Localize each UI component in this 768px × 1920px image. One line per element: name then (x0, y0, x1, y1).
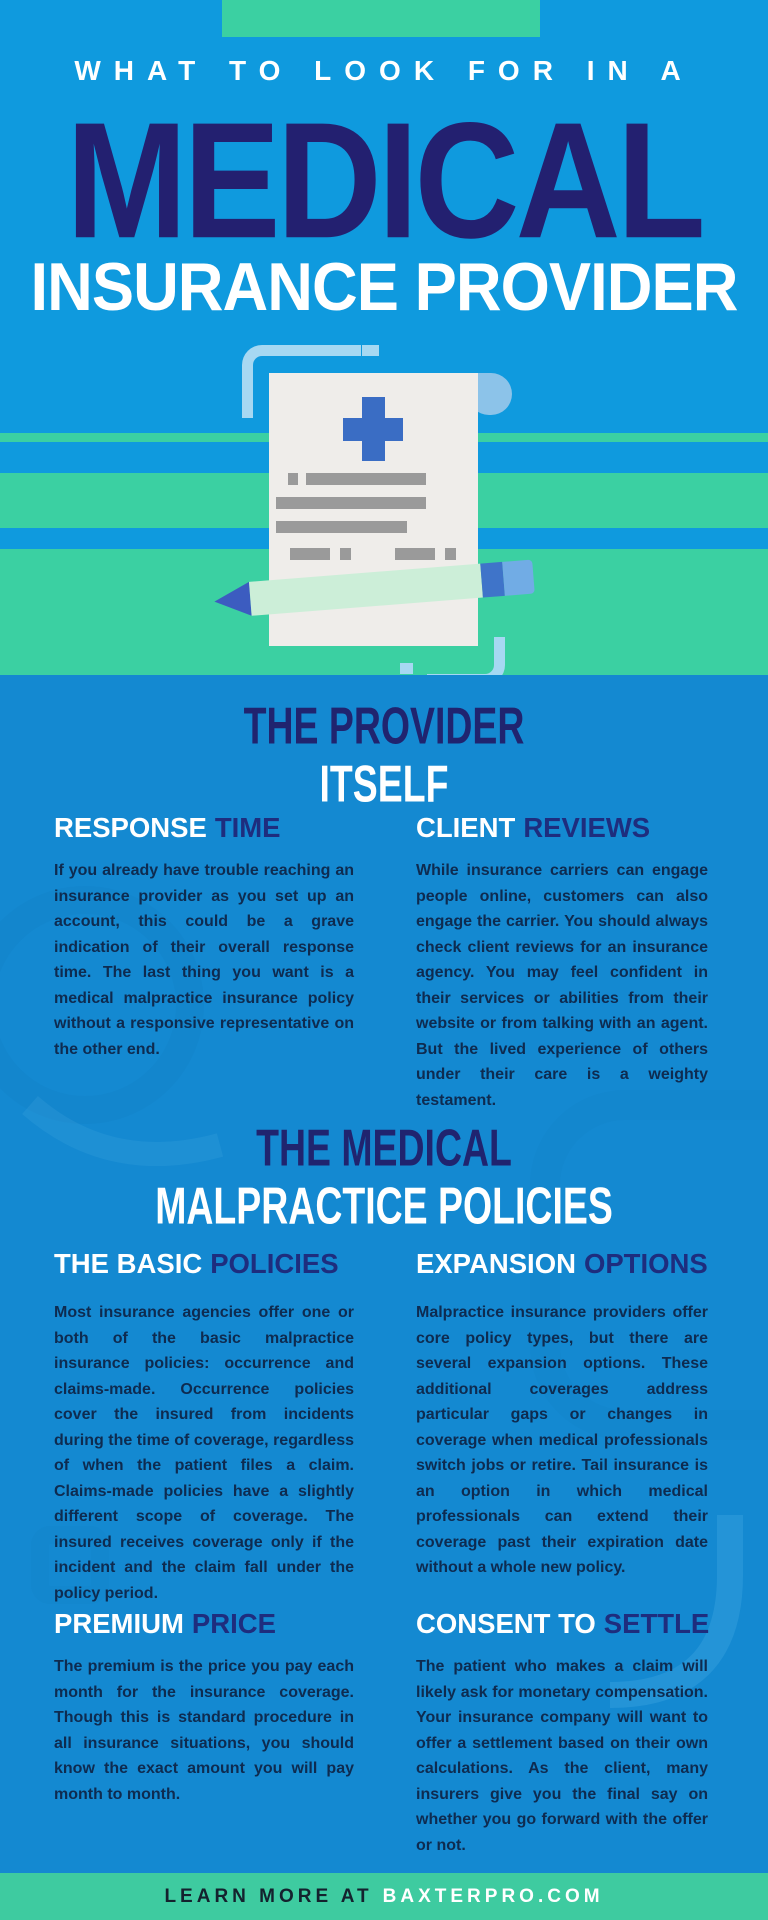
card-body: The premium is the price you pay each mo… (54, 1658, 354, 1803)
footer-prefix: LEARN MORE AT (164, 1885, 373, 1907)
card-body: Malpractice insurance providers offer co… (416, 1304, 708, 1576)
circuit-watermark (0, 886, 768, 1708)
card-body: The patient who makes a claim will likel… (416, 1658, 708, 1854)
section-title-provider: THE PROVIDER ITSELF (84, 698, 683, 815)
card-body: While insurance carriers can engage peop… (416, 862, 708, 1109)
section-title-line1: THE PROVIDER (243, 698, 525, 756)
document-text-line (288, 473, 298, 485)
page-title: MEDICAL (66, 87, 706, 273)
hero-section: WHAT TO LOOK FOR IN A MEDICAL INSURANCE … (0, 0, 768, 685)
footer-bar: LEARN MORE AT BAXTERPRO.COM (0, 1873, 768, 1920)
footer-site: BAXTERPRO.COM (382, 1885, 604, 1907)
page-subtitle: INSURANCE PROVIDER (30, 249, 738, 325)
document-text-line (340, 548, 351, 560)
document-text-line (276, 521, 407, 533)
top-green-tab (222, 0, 540, 37)
section-title-line1: THE MEDICAL (256, 1120, 512, 1178)
document-text-line (395, 548, 435, 560)
document-text-line (276, 497, 426, 509)
medical-document-illustration (0, 0, 768, 685)
document-text-line (445, 548, 456, 560)
eyebrow-text: WHAT TO LOOK FOR IN A (74, 55, 694, 86)
corner-bracket-icon (242, 345, 361, 418)
medical-cross-icon (343, 397, 403, 461)
document-text-line (290, 548, 330, 560)
pencil-icon (212, 545, 538, 634)
section-title-line2: ITSELF (319, 756, 449, 814)
card-body: Most insurance agencies offer one or bot… (54, 1304, 354, 1602)
card-body: If you already have trouble reaching an … (54, 862, 354, 1058)
section-title-policies: THE MEDICAL MALPRACTICE POLICIES (84, 1120, 683, 1237)
bracket-dash (400, 663, 413, 674)
document-text-line (306, 473, 426, 485)
section-title-line2: MALPRACTICE POLICIES (155, 1178, 613, 1236)
bracket-dash (362, 345, 379, 356)
